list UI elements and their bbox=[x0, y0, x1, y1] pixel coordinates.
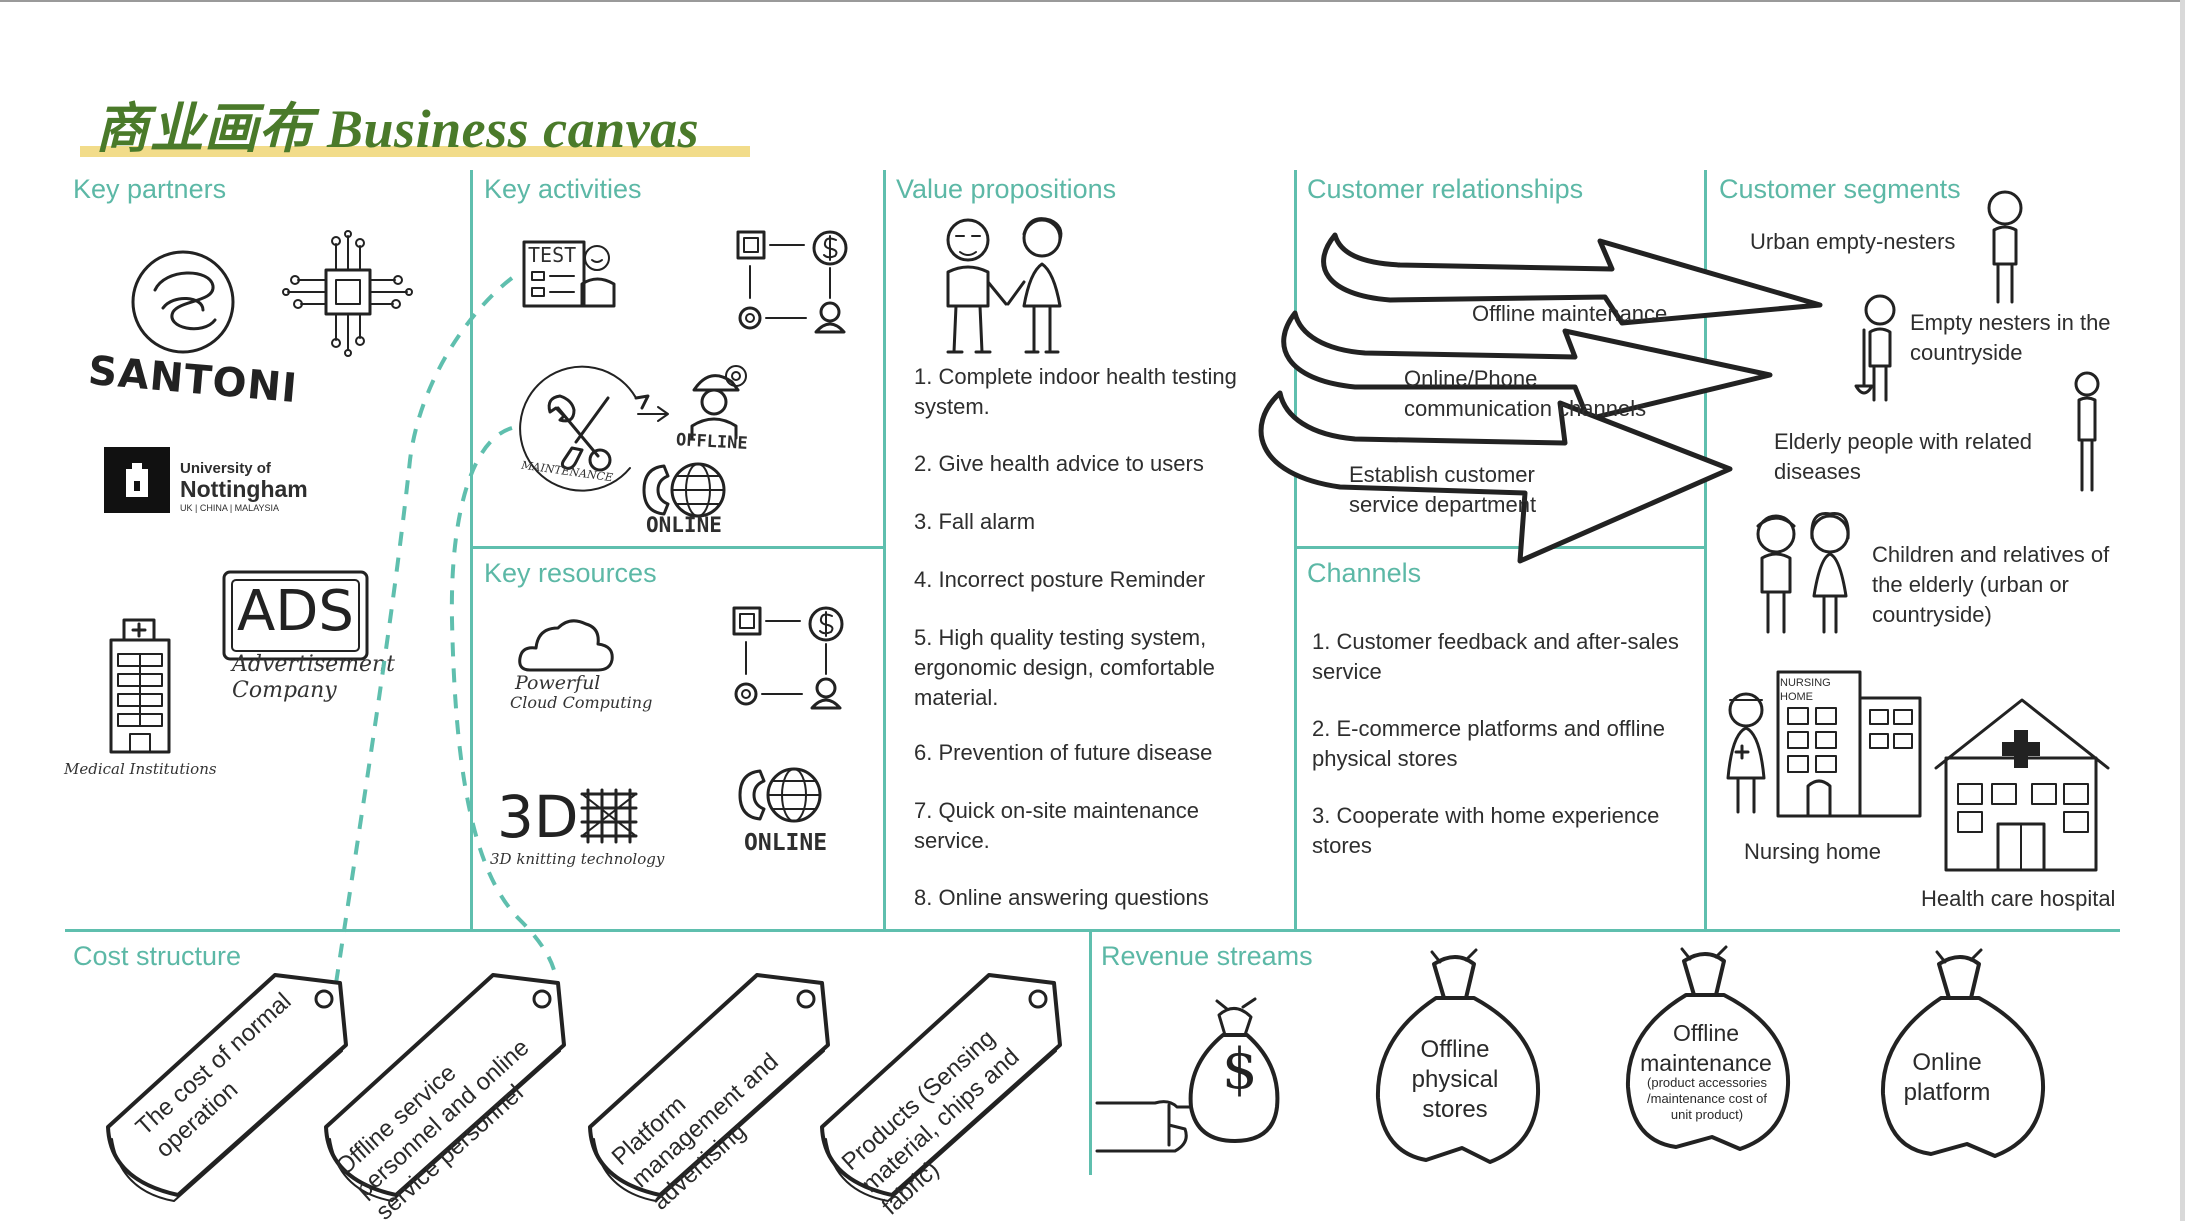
hospital-icon bbox=[1934, 698, 2110, 872]
segment-urban-empty-nesters: Urban empty-nesters bbox=[1750, 229, 1956, 254]
money-bag-icon bbox=[1880, 948, 2046, 1158]
children-icon bbox=[1756, 512, 1850, 634]
worker-icon bbox=[690, 365, 747, 440]
divider bbox=[1704, 170, 1707, 930]
segment-countryside-empty-nesters: Empty nesters in the countryside bbox=[1910, 310, 2111, 365]
segment-children-relatives: Children and relatives of the elderly (u… bbox=[1872, 542, 2110, 627]
divider bbox=[1294, 546, 1706, 549]
value-prop-item: 4. Incorrect posture Reminder bbox=[914, 567, 1206, 592]
section-key-resources: Key resources bbox=[484, 558, 657, 588]
price-tag-icon bbox=[106, 973, 1062, 1202]
section-cost-structure: Cost structure bbox=[73, 941, 242, 971]
wrench-screwdriver-icon bbox=[519, 365, 650, 492]
section-key-partners: Key partners bbox=[73, 174, 227, 204]
value-prop-item: 1. Complete indoor health testing system… bbox=[914, 364, 1237, 419]
right-border bbox=[2180, 0, 2185, 1221]
segment-elderly-with-diseases: Elderly people with related diseases bbox=[1774, 429, 2033, 484]
university-line-2: Nottingham bbox=[180, 476, 308, 502]
divider bbox=[883, 170, 886, 930]
revenue-offline-stores: Offline physical stores bbox=[1411, 1036, 1499, 1123]
test-label: TEST bbox=[528, 243, 577, 267]
phone-globe-icon bbox=[642, 462, 726, 518]
section-value-propositions: Value propositions bbox=[896, 174, 1117, 204]
ads-icon bbox=[222, 570, 369, 661]
top-border bbox=[0, 0, 2185, 2]
value-prop-item: 6. Prevention of future disease bbox=[914, 740, 1213, 765]
knitting-icon bbox=[580, 788, 638, 844]
phone-globe-icon bbox=[738, 767, 822, 823]
santoni-logo bbox=[131, 250, 235, 354]
medical-institutions-label: Medical Institutions bbox=[64, 760, 217, 778]
money-bag-icon bbox=[1625, 945, 1791, 1151]
relationship-online-phone: Online/Phone bbox=[1404, 366, 1538, 391]
arrow-icon bbox=[1258, 232, 1823, 564]
ads-caption-1: Advertisement bbox=[232, 652, 396, 677]
cloud-icon bbox=[518, 619, 614, 672]
online-label: ONLINE bbox=[646, 513, 722, 537]
university-logo bbox=[104, 447, 170, 513]
chip-icon bbox=[282, 230, 413, 357]
money-bag-icon bbox=[1375, 948, 1541, 1164]
value-prop-item: 8. Online answering questions bbox=[914, 885, 1209, 910]
section-revenue-streams: Revenue streams bbox=[1101, 941, 1313, 971]
hospital-building-icon bbox=[109, 618, 171, 754]
grandpa-icon bbox=[1987, 190, 2023, 304]
segment-health-care-hospital: Health care hospital bbox=[1921, 886, 2116, 911]
nursing-home-sign: NURSING HOME bbox=[1780, 677, 1831, 703]
relationship-offline-maintenance: Offline maintenance bbox=[1472, 301, 1668, 326]
knitting-caption: 3D knitting technology bbox=[490, 850, 665, 868]
title-underline bbox=[80, 146, 750, 157]
online-label: ONLINE bbox=[744, 830, 828, 856]
relationship-customer-service: service department bbox=[1349, 492, 1537, 517]
process-flow-icon bbox=[732, 606, 844, 710]
nurse-icon bbox=[1726, 692, 1766, 814]
value-prop-item: 7. Quick on-site maintenance service. bbox=[914, 798, 1199, 853]
section-customer-relationships: Customer relationships bbox=[1307, 174, 1584, 204]
section-customer-segments: Customer segments bbox=[1719, 174, 1961, 204]
value-prop-item: 3. Fall alarm bbox=[914, 509, 1036, 534]
3d-label: 3D bbox=[497, 783, 579, 851]
value-prop-item: 5. High quality testing system, ergonomi… bbox=[914, 625, 1215, 710]
farmer-icon bbox=[1854, 294, 1896, 402]
divider bbox=[470, 170, 473, 930]
nursing-home-icon bbox=[1776, 670, 1922, 818]
page-title: 商业画布 Business canvas bbox=[95, 99, 700, 159]
section-key-activities: Key activities bbox=[484, 174, 642, 204]
revenue-online-platform: Online platform bbox=[1903, 1049, 1991, 1106]
dollar-sign: $ bbox=[1222, 1037, 1258, 1102]
segment-nursing-home: Nursing home bbox=[1744, 839, 1881, 864]
cane-man-icon bbox=[2074, 371, 2100, 492]
university-line-3: UK | CHINA | MALAYSIA bbox=[180, 503, 280, 513]
process-flow-icon bbox=[736, 230, 848, 334]
revenue-offline-maintenance: Offline maintenance bbox=[1640, 1020, 1772, 1076]
channel-item: 1. Customer feedback and after-sales ser… bbox=[1312, 629, 1679, 684]
cloud-caption-2: Cloud Computing bbox=[510, 693, 653, 712]
university-line-1: University of bbox=[180, 460, 271, 477]
ads-label: ADS bbox=[237, 579, 354, 644]
arrow-icon bbox=[637, 406, 669, 422]
relationship-customer-service: Establish customer bbox=[1349, 462, 1535, 487]
divider bbox=[65, 929, 2120, 932]
ads-caption-2: Company bbox=[232, 678, 337, 703]
elderly-couple-icon bbox=[946, 217, 1063, 354]
cloud-caption-1: Powerful bbox=[515, 672, 601, 694]
offline-label: OFFLINE bbox=[675, 430, 749, 454]
divider bbox=[1089, 930, 1092, 1175]
divider bbox=[470, 546, 885, 549]
channel-item: 3. Cooperate with home experience stores bbox=[1312, 803, 1660, 858]
value-prop-item: 2. Give health advice to users bbox=[914, 451, 1204, 476]
divider bbox=[1294, 170, 1297, 930]
money-bag-icon bbox=[1095, 997, 1280, 1153]
revenue-offline-maintenance-note: (product accessories /maintenance cost o… bbox=[1647, 1075, 1767, 1122]
channel-item: 2. E-commerce platforms and offline phys… bbox=[1312, 716, 1665, 771]
section-channels: Channels bbox=[1307, 558, 1422, 588]
relationship-online-phone: communication channels bbox=[1404, 396, 1647, 421]
test-clipboard-icon bbox=[522, 240, 616, 308]
